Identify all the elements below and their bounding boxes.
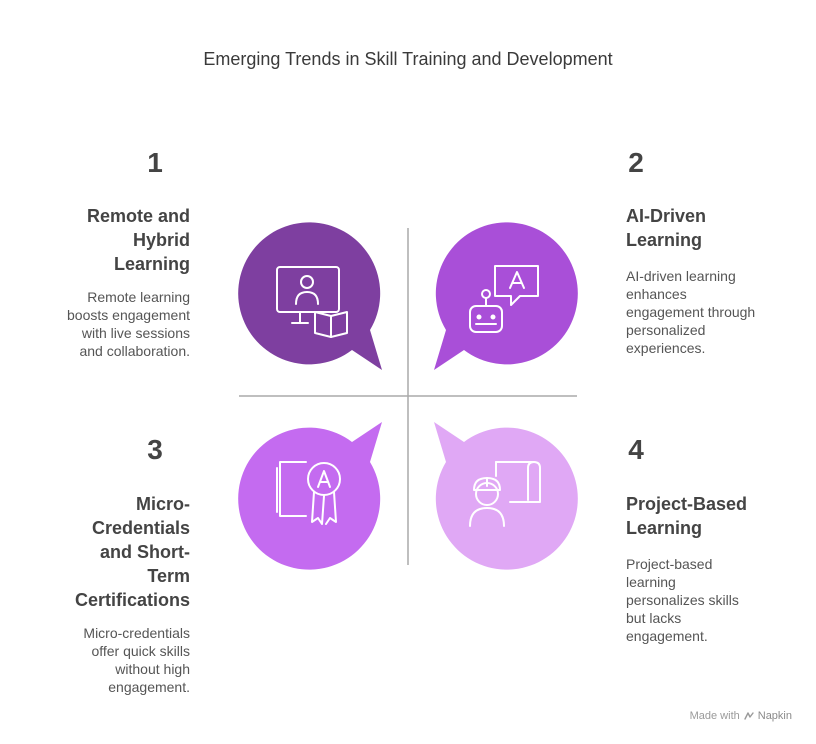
engineer-blueprint-icon — [469, 461, 541, 527]
item-3-heading: Micro- Credentials and Short- Term Certi… — [30, 492, 190, 612]
item-3-description-line: offer quick skills — [91, 643, 190, 659]
item-4-bubble-shape — [434, 422, 578, 570]
item-1-description: Remote learning boosts engagement with l… — [30, 288, 190, 360]
screen-user-book-icon — [276, 266, 348, 338]
item-2-heading: AI-Driven Learning — [626, 204, 796, 252]
item-1-description-line: with live sessions — [81, 325, 190, 341]
item-3-heading-line: and Short- — [100, 542, 190, 562]
item-4-heading-line: Learning — [626, 518, 703, 538]
item-4-description-line: but lacks — [626, 610, 682, 626]
item-2-number: 2 — [628, 147, 644, 178]
footer-attribution: Made with Napkin — [690, 710, 792, 722]
item-3-heading-line: Certifications — [74, 590, 190, 610]
item-2-bubble — [434, 222, 578, 370]
item-3-heading-line: Term — [147, 566, 190, 586]
item-3-description-line: engagement. — [108, 679, 190, 695]
item-2-description: AI-driven learning enhances engagement t… — [626, 267, 796, 357]
item-1-heading: Remote and Hybrid Learning — [40, 204, 190, 276]
item-4-description-line: Project-based — [626, 556, 713, 572]
item-3-heading-line: Micro- — [136, 494, 190, 514]
item-1-heading-line: Hybrid — [132, 230, 190, 250]
napkin-logo-icon — [744, 712, 754, 720]
item-1-heading-line: Learning — [113, 254, 190, 274]
certificate-badge-icon — [276, 461, 341, 525]
item-4-bubble — [434, 422, 578, 570]
item-2-description-line: enhances — [626, 286, 687, 302]
item-1-heading-line: Remote and — [86, 206, 190, 226]
item-3-bubble — [238, 422, 382, 570]
item-4-heading-line: Project-Based — [626, 494, 748, 514]
item-3-description: Micro-credentials offer quick skills wit… — [30, 624, 190, 696]
item-4-number: 4 — [628, 434, 644, 465]
item-3-heading-line: Credentials — [91, 518, 190, 538]
item-4-description: Project-based learning personalizes skil… — [626, 555, 796, 645]
footer-prefix: Made with — [689, 710, 740, 722]
page-title: Emerging Trends in Skill Training and De… — [203, 49, 613, 69]
item-3-bubble-shape — [238, 422, 382, 570]
item-1-bubble — [238, 222, 382, 370]
item-1-description-line: Remote learning — [87, 289, 190, 305]
item-2-heading-line: Learning — [626, 230, 703, 250]
item-3-number: 3 — [147, 434, 163, 465]
item-2-description-line: AI-driven learning — [626, 268, 736, 284]
item-1-description-line: and collaboration. — [79, 343, 190, 359]
robot-speech-icon — [469, 265, 539, 333]
item-4-description-line: personalizes skills — [626, 592, 739, 608]
item-1-number: 1 — [147, 147, 163, 178]
item-2-description-line: engagement through — [626, 304, 756, 320]
item-2-heading-line: AI-Driven — [626, 206, 707, 226]
item-2-description-line: personalized — [626, 322, 706, 338]
item-1-bubble-shape — [238, 222, 382, 370]
item-3-description-line: without high — [115, 661, 190, 677]
item-4-description-line: engagement. — [626, 628, 708, 644]
item-3-description-line: Micro-credentials — [83, 625, 190, 641]
item-1-description-line: boosts engagement — [67, 307, 190, 323]
footer-brand: Napkin — [757, 710, 792, 722]
item-4-heading: Project-Based Learning — [626, 492, 796, 540]
item-4-description-line: learning — [626, 574, 676, 590]
item-2-description-line: experiences. — [626, 340, 706, 356]
